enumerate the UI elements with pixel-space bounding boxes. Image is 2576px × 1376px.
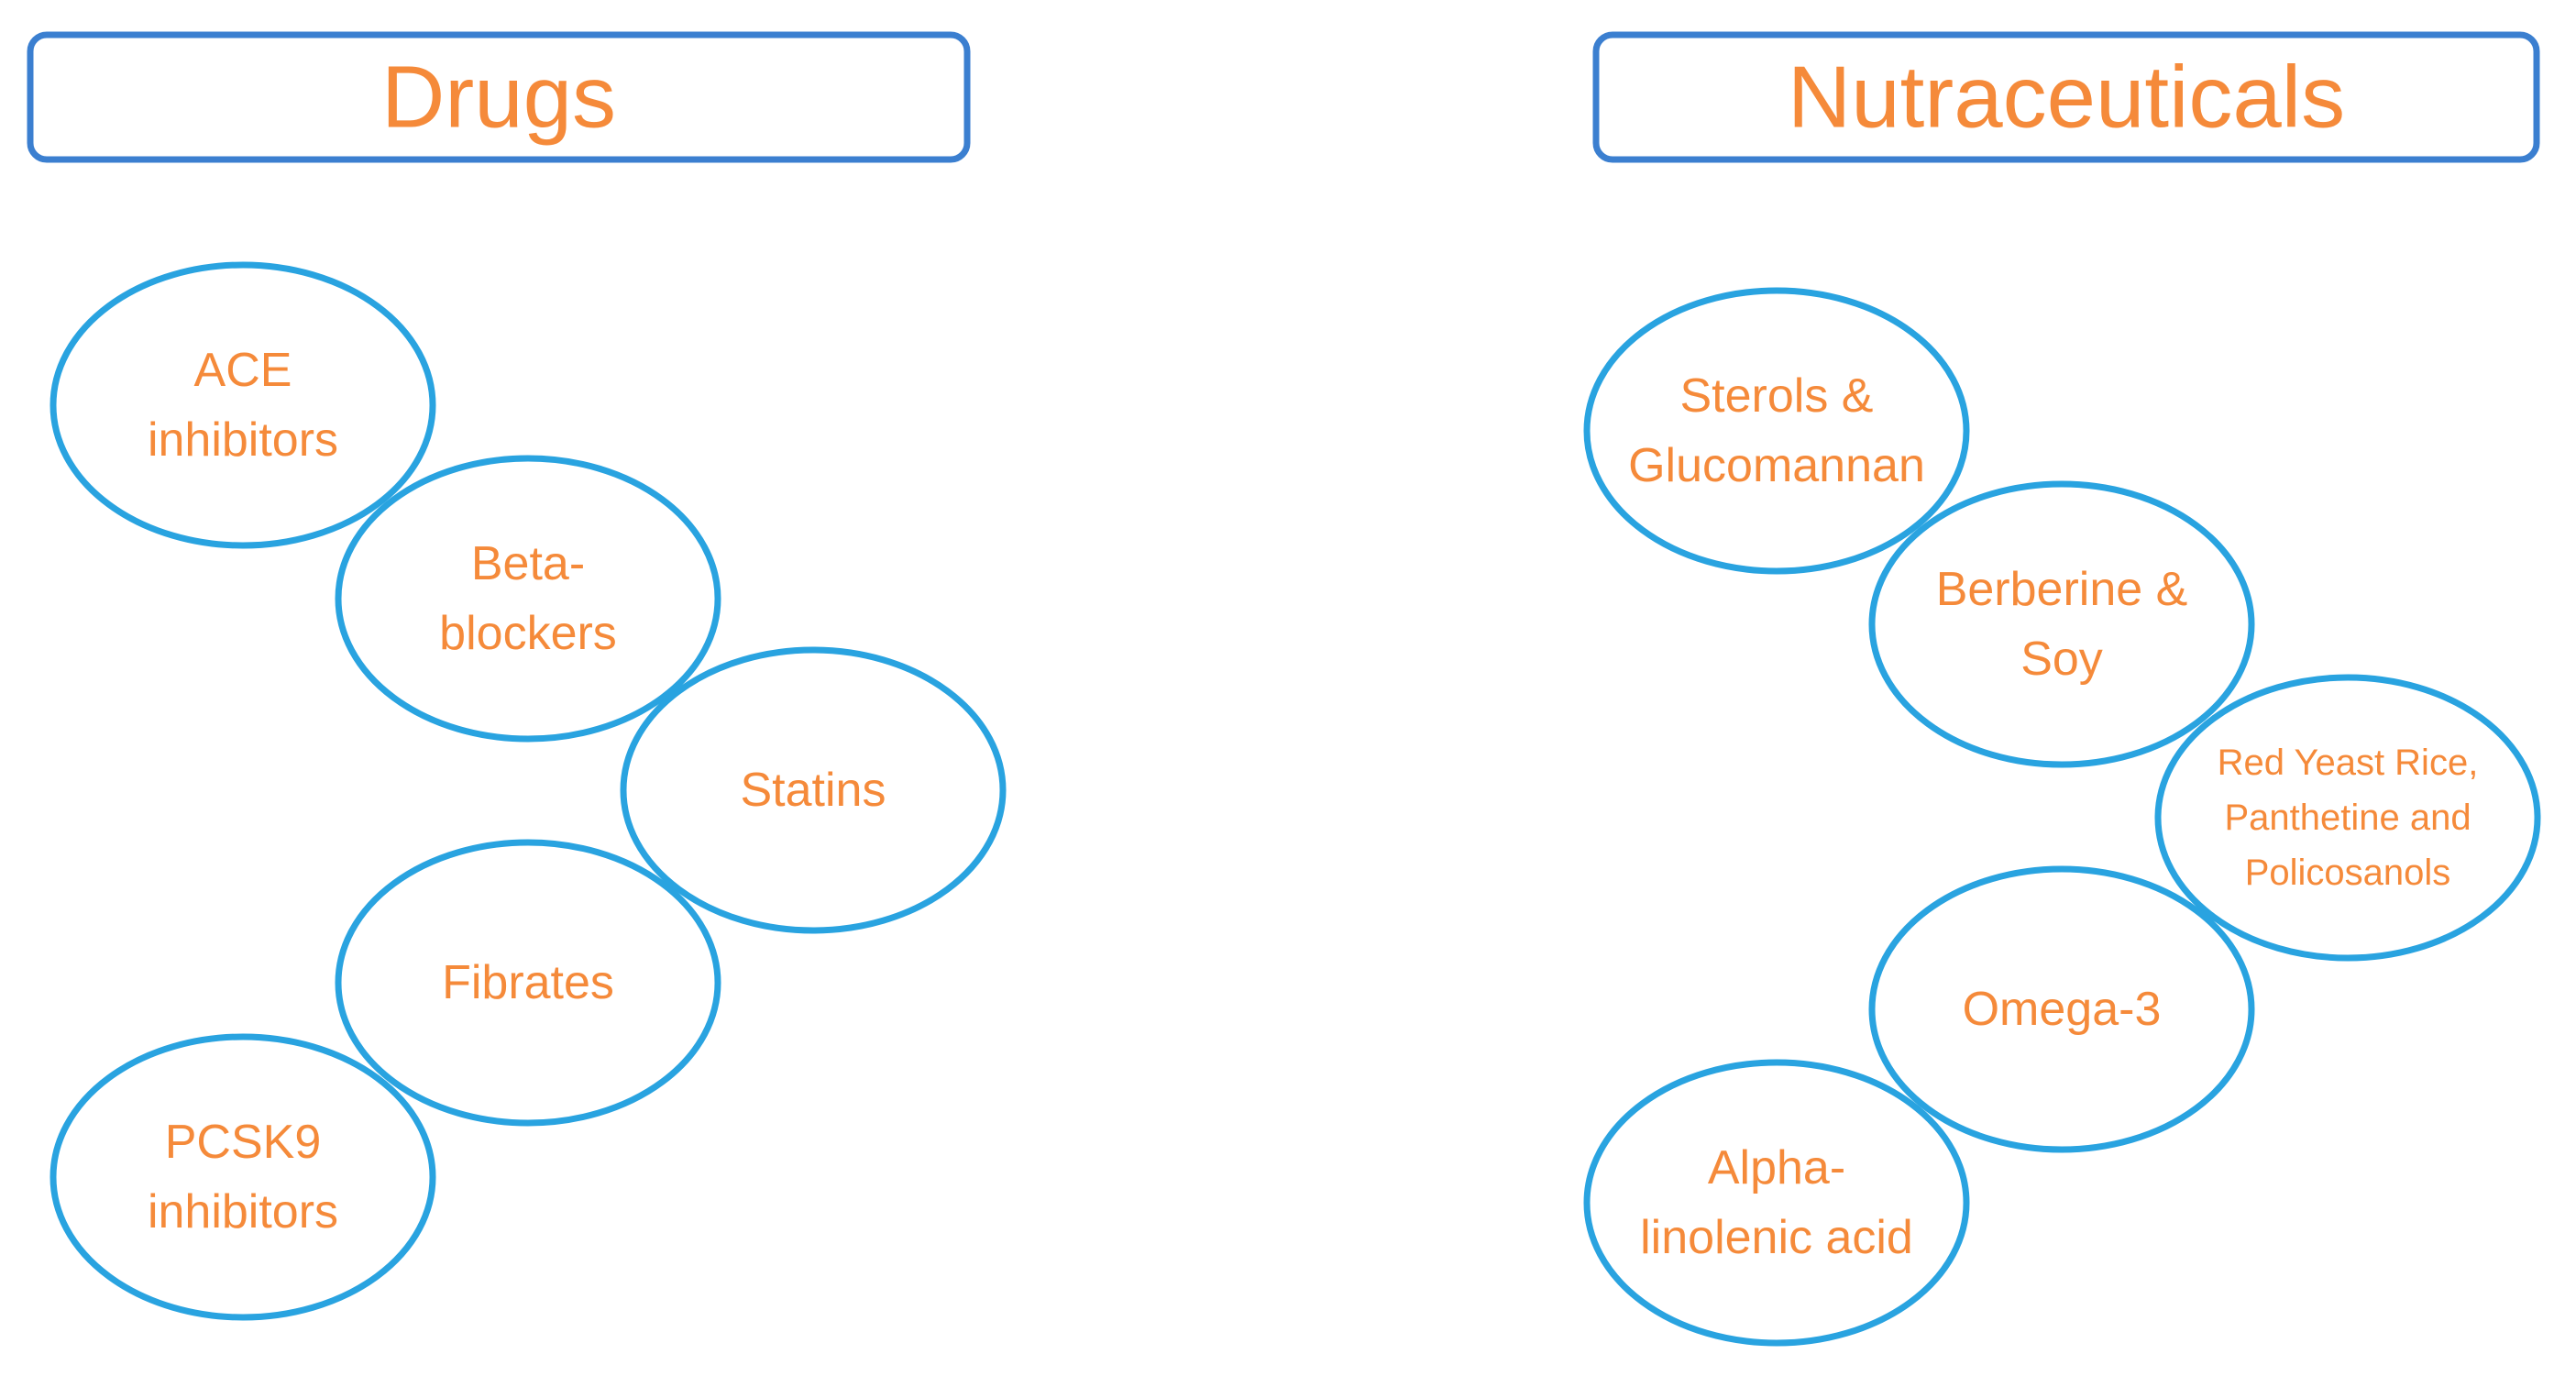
nutraceuticals-red-yeast-rice-panthetine-and-policosanols-label-line: Panthetine and	[2224, 798, 2471, 838]
drugs-fibrates-node: Fibrates	[335, 839, 721, 1127]
drugs-beta-blockers-ellipse	[335, 455, 721, 743]
nutraceuticals-red-yeast-rice-panthetine-and-policosanols-label-line: Red Yeast Rice,	[2218, 743, 2479, 783]
drugs-ellipse-group: ACEinhibitorsBeta-blockersStatinsFibrate…	[50, 261, 1007, 1321]
drugs-fibrates-ellipse	[335, 839, 721, 1127]
nutraceuticals-berberine-soy-ellipse	[1868, 480, 2255, 768]
drugs-statins-label-line: Statins	[741, 764, 886, 817]
drugs-ace-inhibitors-ellipse	[50, 261, 436, 549]
drugs-header: Drugs	[27, 31, 971, 163]
nutraceuticals-berberine-soy-label-line: Berberine &	[1936, 563, 2188, 616]
drugs-beta-blockers-node: Beta-blockers	[335, 455, 721, 743]
nutraceuticals-sterols-glucomannan-ellipse	[1583, 287, 1970, 575]
nutraceuticals-red-yeast-rice-panthetine-and-policosanols-ellipse	[2154, 674, 2541, 962]
nutraceuticals-header: Nutraceuticals	[1592, 31, 2540, 163]
nutraceuticals-sterols-glucomannan-label-line: Glucomannan	[1628, 439, 1925, 492]
nutraceuticals-header-title: Nutraceuticals	[1788, 49, 2345, 147]
drugs-beta-blockers-label-line: blockers	[439, 607, 617, 660]
drugs-beta-blockers-label-line: Beta-	[471, 537, 585, 590]
nutraceuticals-berberine-soy-node: Berberine & Soy	[1868, 480, 2255, 768]
drugs-pcsk9-inhibitors-label-line: PCSK9	[165, 1116, 322, 1169]
drugs-pcsk9-inhibitors-label-line: inhibitors	[148, 1185, 338, 1238]
drugs-header-box	[27, 31, 971, 163]
nutraceuticals-sterols-glucomannan-node: Sterols & Glucomannan	[1583, 287, 1970, 575]
nutraceuticals-alpha-linolenic-acid-ellipse	[1583, 1059, 1970, 1347]
drugs-ace-inhibitors-label-line: ACE	[194, 344, 292, 397]
drugs-pcsk9-inhibitors-node: PCSK9 inhibitors	[50, 1033, 436, 1321]
drugs-pcsk9-inhibitors-ellipse	[50, 1033, 436, 1321]
nutraceuticals-alpha-linolenic-acid-node: Alpha-linolenic acid	[1583, 1059, 1970, 1347]
nutraceuticals-berberine-soy-label-line: Soy	[2020, 633, 2103, 686]
drugs-header-title: Drugs	[381, 49, 616, 147]
nutraceuticals-omega-3-ellipse	[1868, 865, 2255, 1153]
drugs-ace-inhibitors-node: ACE inhibitors	[50, 261, 436, 549]
drugs-statins-node: Statins	[620, 646, 1007, 934]
nutraceuticals-sterols-glucomannan-label-line: Sterols &	[1680, 369, 1874, 423]
drugs-statins-ellipse	[620, 646, 1007, 934]
drugs-ace-inhibitors-label-line: inhibitors	[148, 413, 338, 467]
nutraceuticals-omega-3-node: Omega-3	[1868, 865, 2255, 1153]
nutraceuticals-red-yeast-rice-panthetine-and-policosanols-label-line: Policosanols	[2245, 853, 2451, 893]
nutraceuticals-red-yeast-rice-panthetine-and-policosanols-node: Red Yeast Rice, Panthetine andPolicosanol…	[2154, 674, 2541, 962]
nutraceuticals-alpha-linolenic-acid-label-line: Alpha-	[1708, 1141, 1845, 1194]
nutraceuticals-header-box	[1592, 31, 2540, 163]
nutraceuticals-omega-3-label-line: Omega-3	[1963, 983, 2162, 1036]
drugs-fibrates-label-line: Fibrates	[442, 956, 614, 1009]
nutraceuticals-alpha-linolenic-acid-label-line: linolenic acid	[1640, 1211, 1913, 1264]
